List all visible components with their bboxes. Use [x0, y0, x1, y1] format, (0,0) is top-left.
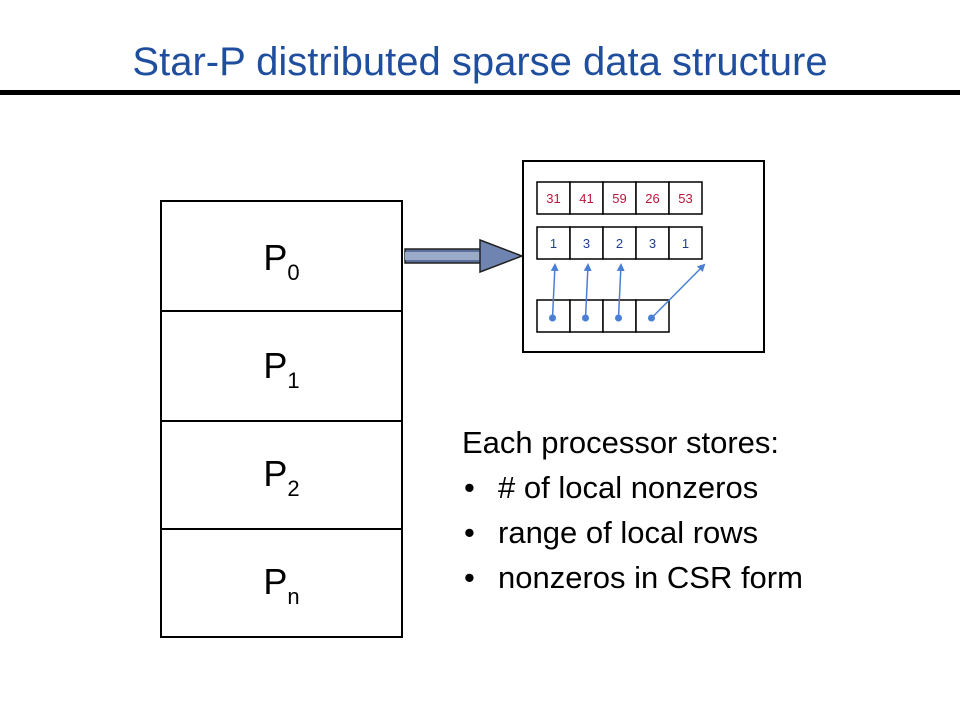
description-heading: Each processor stores:	[462, 425, 780, 460]
processor-label: P1	[263, 345, 300, 394]
column-index-cell: 1	[536, 226, 571, 260]
description-block: Each processor stores: •# of local nonze…	[462, 420, 803, 600]
list-item: •# of local nonzeros	[464, 470, 759, 505]
svg-text:1: 1	[550, 236, 557, 251]
svg-text:1: 1	[682, 236, 689, 251]
value-cell: 41	[569, 181, 604, 215]
svg-text:3: 3	[583, 236, 590, 251]
row-pointer-arrow	[615, 263, 625, 322]
svg-text:53: 53	[678, 191, 692, 206]
svg-text:3: 3	[649, 236, 656, 251]
row-pointer-arrows	[549, 263, 706, 322]
list-item: •range of local rows	[464, 515, 759, 550]
value-cell: 53	[668, 181, 703, 215]
expand-arrow	[404, 238, 525, 274]
column-index-cell: 3	[569, 226, 604, 260]
svg-text:26: 26	[645, 191, 659, 206]
row-pointer-arrow	[582, 263, 592, 322]
column-index-cell: 1	[668, 226, 703, 260]
row-pointer-arrow	[648, 263, 706, 322]
svg-text:2: 2	[616, 236, 623, 251]
value-cell: 31	[536, 181, 571, 215]
value-cell: 59	[602, 181, 637, 215]
processor-block-pn: Pn	[160, 528, 403, 638]
column-index-cell: 2	[602, 226, 637, 260]
description-list: •# of local nonzeros •range of local row…	[462, 465, 803, 600]
list-item: •nonzeros in CSR form	[464, 560, 803, 595]
value-cell: 26	[635, 181, 670, 215]
svg-text:59: 59	[612, 191, 626, 206]
svg-text:41: 41	[579, 191, 593, 206]
column-index-array: 1 3 2 3 1	[536, 226, 703, 260]
row-pointer-arrow	[549, 263, 559, 322]
page-title: Star-P distributed sparse data structure	[132, 40, 828, 84]
title-divider	[0, 90, 960, 95]
column-index-cell: 3	[635, 226, 670, 260]
processor-label: P2	[263, 453, 300, 502]
values-array: 31 41 59 26 53	[536, 181, 703, 215]
processor-label: P0	[263, 237, 300, 286]
processor-label: Pn	[263, 561, 300, 610]
svg-text:31: 31	[546, 191, 560, 206]
